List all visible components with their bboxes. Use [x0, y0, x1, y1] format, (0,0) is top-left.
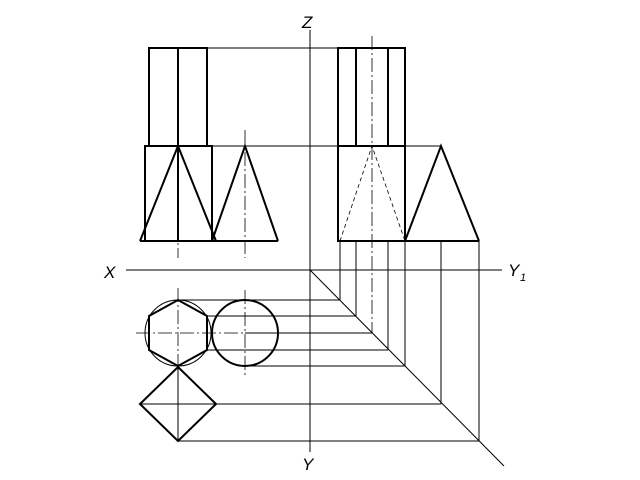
z-axis-label: Z: [301, 13, 313, 32]
x-axis-label: X: [103, 263, 116, 282]
y-axis-label: Y: [302, 455, 315, 474]
projection-axes: [126, 30, 505, 467]
front-cone: [211, 142, 279, 242]
side-upper-prism: [337, 47, 406, 147]
projection-lines: [178, 47, 480, 442]
side-view: [337, 47, 480, 242]
y1-axis-label: Y: [508, 261, 521, 280]
front-view: [139, 47, 279, 242]
center-lines: [136, 36, 373, 378]
plan-cone-circle: [211, 299, 279, 367]
plan-view: [138, 298, 279, 443]
side-pyramid-hidden: [339, 144, 406, 242]
y1-axis-subscript: 1: [520, 272, 526, 284]
front-pyramid: [139, 143, 217, 242]
side-lower-prism: [337, 145, 406, 242]
side-cone: [404, 143, 480, 242]
transfer-diagonal: [309, 269, 505, 467]
